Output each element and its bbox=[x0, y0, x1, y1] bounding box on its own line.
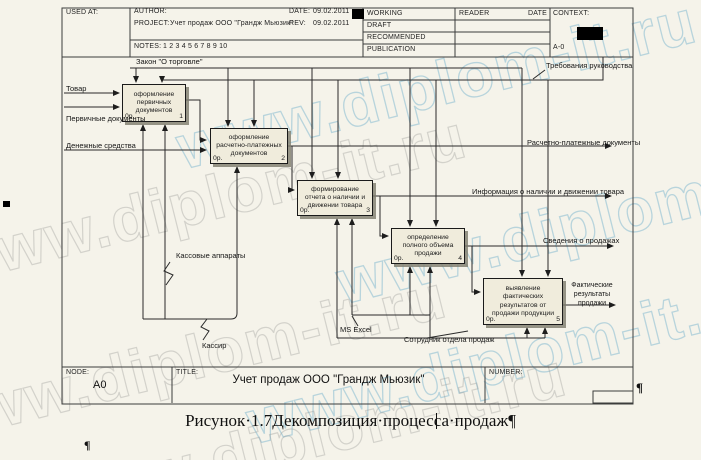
activity-number: 1 bbox=[179, 112, 183, 120]
arrow-label-cash-registers: Кассовые аппараты bbox=[176, 251, 246, 260]
pilcrow-mark: ¶ bbox=[84, 438, 91, 452]
used-at-label: USED AT: bbox=[66, 9, 99, 16]
header-mark bbox=[352, 9, 364, 19]
arrow-label-cashier: Кассир bbox=[202, 341, 227, 350]
activity-tag: 0р. bbox=[300, 206, 310, 214]
rev-value: 09.02.2011 bbox=[313, 20, 350, 27]
project-label: PROJECT: bbox=[134, 20, 170, 27]
activity-name: оформление первичных документов bbox=[133, 90, 175, 114]
activity-box-3: формирование отчета о наличии и движении… bbox=[297, 180, 373, 216]
status-row-publication: PUBLICATION bbox=[367, 46, 416, 53]
activity-name: определение полного объема продажи bbox=[402, 233, 454, 257]
activity-number: 4 bbox=[458, 254, 462, 262]
arrow-label-payment-documents: Расчетно-платежные документы bbox=[527, 138, 641, 147]
page-margin-mark bbox=[3, 201, 10, 207]
activity-box-2: оформление расчетно-платежных документов… bbox=[210, 128, 288, 164]
arrow-label-primary-documents: Первичные документы bbox=[66, 114, 146, 123]
diagram-title: Учет продаж ООО "Грандж Мьюзик" bbox=[232, 374, 425, 386]
node-value: A0 bbox=[93, 379, 107, 391]
activity-tag: 0р. bbox=[394, 254, 404, 262]
activity-tag: 0р. bbox=[125, 112, 135, 120]
arrow-label-goods-info: Информация о наличии и движении товара bbox=[472, 187, 625, 196]
number-label: NUMBER: bbox=[489, 369, 523, 376]
title-label: TITLE: bbox=[176, 369, 199, 376]
activity-name: формирование отчета о наличии и движении… bbox=[304, 185, 366, 209]
activity-tag: 0р. bbox=[213, 154, 223, 162]
arrow-label-sales-info: Сведения о продажах bbox=[543, 236, 620, 245]
notes-label: NOTES: bbox=[134, 43, 162, 50]
activity-number: 2 bbox=[281, 154, 285, 162]
activity-number: 5 bbox=[556, 315, 560, 323]
reader-date-label: DATE bbox=[528, 10, 547, 17]
watermark-text: www.diplom-it.ru bbox=[40, 340, 575, 460]
pilcrow-mark: ¶ bbox=[636, 380, 644, 395]
activity-tag: 0р. bbox=[486, 315, 496, 323]
notes-value: 1 2 3 4 5 6 7 8 9 10 bbox=[163, 43, 228, 50]
activity-name: оформление расчетно-платежных документов bbox=[216, 133, 282, 157]
figure-caption: Рисунок·1.7Декомпозиция·процесса·продаж¶ bbox=[185, 411, 516, 430]
project-value: Учет продаж ООО "Грандж Мьюзик" bbox=[170, 20, 294, 27]
context-thumbnail bbox=[577, 27, 603, 40]
date-value: 09.02.2011 bbox=[313, 8, 350, 15]
arrow-label-goods: Товар bbox=[66, 84, 87, 93]
activity-number: 3 bbox=[366, 206, 370, 214]
text-cursor bbox=[436, 413, 437, 429]
rev-label: REV: bbox=[289, 20, 306, 27]
arrow-label-actual-results: Фактические результаты продажи bbox=[571, 282, 613, 307]
status-row-working: WORKING bbox=[367, 10, 403, 17]
status-row-draft: DRAFT bbox=[367, 22, 392, 29]
activity-box-4: определение полного объема продажи 0р. 4 bbox=[391, 228, 465, 264]
node-label: NODE: bbox=[66, 369, 90, 376]
activity-box-5: выявление фактических результатов от про… bbox=[483, 278, 563, 325]
context-label: CONTEXT: bbox=[553, 10, 590, 17]
arrow-label-management-requirements: Требования руководства bbox=[546, 61, 633, 70]
arrow-label-sales-employee: Сотрудник отдела продаж bbox=[404, 335, 495, 344]
status-row-recommended: RECOMMENDED bbox=[367, 34, 426, 41]
activity-name: выявление фактических результатов от про… bbox=[492, 285, 554, 317]
arrow-label-ms-excel: MS Excel bbox=[340, 325, 372, 334]
reader-label: READER bbox=[459, 10, 490, 17]
context-node: A-0 bbox=[553, 44, 565, 51]
date-label: DATE: bbox=[289, 8, 311, 15]
arrow-label-law: Закон "О торговле" bbox=[136, 57, 203, 66]
activity-box-1: оформление первичных документов 0р. 1 bbox=[122, 84, 186, 122]
arrow-label-money: Денежные средства bbox=[66, 141, 136, 150]
author-label: AUTHOR: bbox=[134, 8, 167, 15]
